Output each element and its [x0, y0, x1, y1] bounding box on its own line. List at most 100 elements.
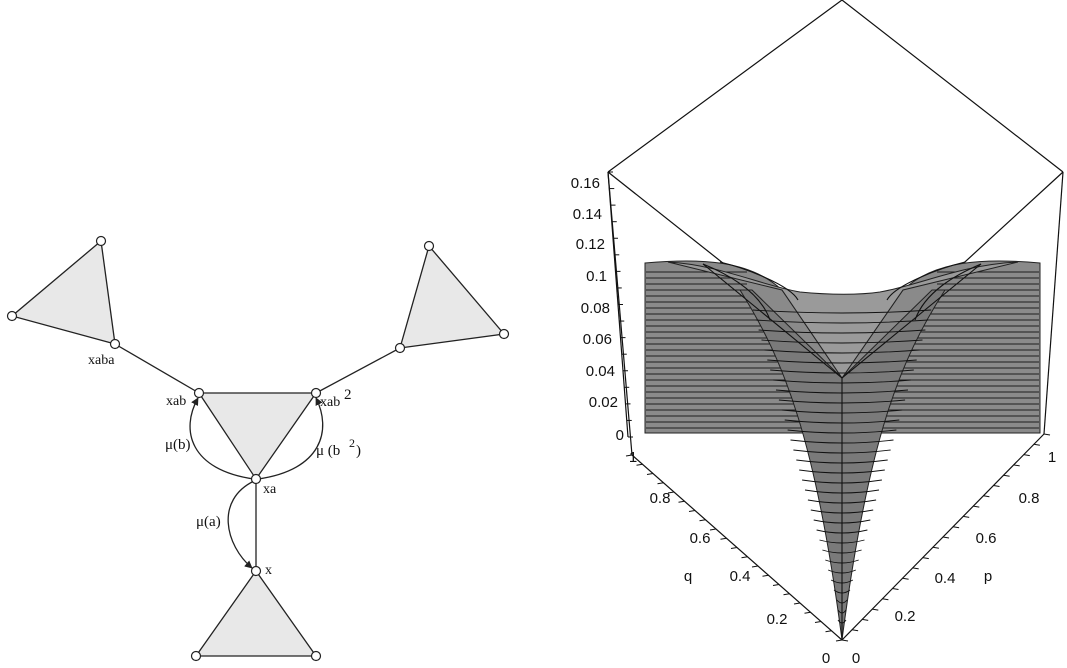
- tick-marks: [608, 171, 1051, 642]
- tick-mark: [625, 454, 633, 457]
- tick-mark: [709, 528, 717, 531]
- tick-mark: [912, 567, 919, 570]
- triangle-top-left: [10, 239, 116, 345]
- vertex: [95, 235, 107, 247]
- tick-mark: [657, 482, 664, 485]
- vertex-xaba: [109, 338, 121, 350]
- q-tick-label: 0.4: [730, 568, 751, 585]
- tick-mark: [852, 629, 859, 632]
- vertex: [394, 342, 406, 354]
- tick-mark: [720, 537, 727, 540]
- vertex-xab2: [310, 387, 322, 399]
- tick-mark: [882, 598, 889, 601]
- graph-diagram: [6, 235, 510, 662]
- z-tick-label: 0.16: [571, 175, 600, 192]
- tick-mark: [772, 584, 780, 586]
- vertex: [423, 240, 435, 252]
- z-tick-label: 0.08: [581, 300, 610, 317]
- label-mu-b2-close: ): [356, 443, 361, 459]
- p-tick-label: 1: [1048, 449, 1056, 466]
- tick-mark: [1043, 433, 1051, 436]
- tick-mark: [1013, 464, 1020, 467]
- tick-mark: [892, 588, 899, 590]
- edge-xab2-right: [315, 347, 401, 394]
- q-tick-label: 0.6: [690, 530, 711, 547]
- surface-back-saddle: [667, 261, 1019, 379]
- surface-plot: 0.16 0.14 0.12 0.1 0.08 0.06 0.04 0.02 0…: [571, 0, 1064, 667]
- triangle-top-right: [399, 244, 506, 349]
- tick-mark: [963, 515, 970, 518]
- tick-mark: [741, 556, 748, 559]
- vertex: [310, 650, 322, 662]
- tick-mark: [1033, 443, 1040, 446]
- tick-mark: [793, 602, 801, 605]
- wing-hatch-lines: [646, 271, 1039, 429]
- arrow-mu-a: [227, 480, 255, 569]
- funnel-contour: [761, 339, 923, 344]
- tick-mark: [783, 593, 790, 596]
- label-xa: xa: [263, 482, 277, 497]
- vertex: [498, 328, 510, 340]
- tick-mark: [841, 639, 849, 642]
- p-tick-label: 0.6: [976, 530, 997, 547]
- funnel-contour: [752, 309, 932, 314]
- ridge-lines: [702, 261, 982, 640]
- tick-mark: [636, 463, 643, 466]
- funnel-contour: [770, 369, 914, 374]
- arrow-mu-b2: [257, 397, 324, 480]
- z-tick-label: 0.02: [589, 394, 618, 411]
- tick-mark: [993, 485, 1000, 487]
- label-xab2: xab: [320, 395, 340, 410]
- z-tick-label: 0.06: [583, 331, 612, 348]
- label-mu-b2: μ (b: [316, 443, 340, 459]
- graph-labels: xaba xab xab 2 xa x μ(b) μ (b 2 ) μ(a): [88, 353, 361, 578]
- tick-mark: [942, 536, 950, 539]
- plot-box: [607, 0, 1064, 456]
- vertex: [190, 650, 202, 662]
- tick-mark: [872, 608, 879, 611]
- q-tick-label: 0: [822, 650, 830, 667]
- tick-mark: [922, 557, 929, 560]
- vertex-xab: [193, 387, 205, 399]
- tick-mark: [646, 473, 654, 475]
- edge-xaba-xab: [114, 343, 200, 394]
- tick-mark: [825, 630, 832, 633]
- funnel-contour: [758, 329, 926, 334]
- q-axis-labels: 1 0.8 0.6 0.4 0.2 0 q: [629, 449, 830, 667]
- q-axis-title: q: [684, 568, 692, 585]
- vertex-x: [250, 565, 262, 577]
- vertex: [6, 310, 18, 322]
- triangle-center: [197, 392, 318, 481]
- tick-mark: [688, 510, 696, 512]
- triangle-bottom: [194, 569, 318, 657]
- label-mu-b: μ(b): [165, 437, 191, 453]
- z-tick-label: 0.12: [576, 236, 605, 253]
- tick-mark: [953, 526, 960, 529]
- tick-mark: [751, 565, 759, 568]
- arrow-mu-b: [189, 397, 255, 480]
- tick-mark: [804, 611, 811, 614]
- z-tick-label: 0: [616, 427, 624, 444]
- q-tick-label: 0.2: [767, 611, 788, 628]
- z-axis-labels: 0.16 0.14 0.12 0.1 0.08 0.06 0.04 0.02 0: [571, 175, 624, 444]
- z-tick-label: 0.1: [586, 268, 607, 285]
- p-tick-label: 0.2: [895, 608, 916, 625]
- tick-mark: [762, 574, 769, 577]
- tick-mark: [983, 495, 990, 498]
- label-mu-a: μ(a): [196, 514, 221, 530]
- funnel-contour: [755, 319, 929, 324]
- tick-mark: [1023, 454, 1030, 457]
- tick-mark: [699, 519, 706, 522]
- z-tick-label: 0.14: [573, 206, 602, 223]
- p-tick-label: 0.4: [935, 570, 956, 587]
- vertex-xa: [250, 473, 262, 485]
- p-tick-label: 0.8: [1019, 490, 1040, 507]
- label-xab: xab: [166, 394, 186, 409]
- p-axis-labels: 1 0.8 0.6 0.4 0.2 0 p: [852, 449, 1056, 667]
- label-mu-b2-superscript: 2: [349, 436, 355, 450]
- label-xaba: xaba: [88, 353, 115, 368]
- tick-mark: [973, 505, 980, 508]
- label-xab2-superscript: 2: [344, 387, 352, 403]
- tick-mark: [902, 577, 909, 580]
